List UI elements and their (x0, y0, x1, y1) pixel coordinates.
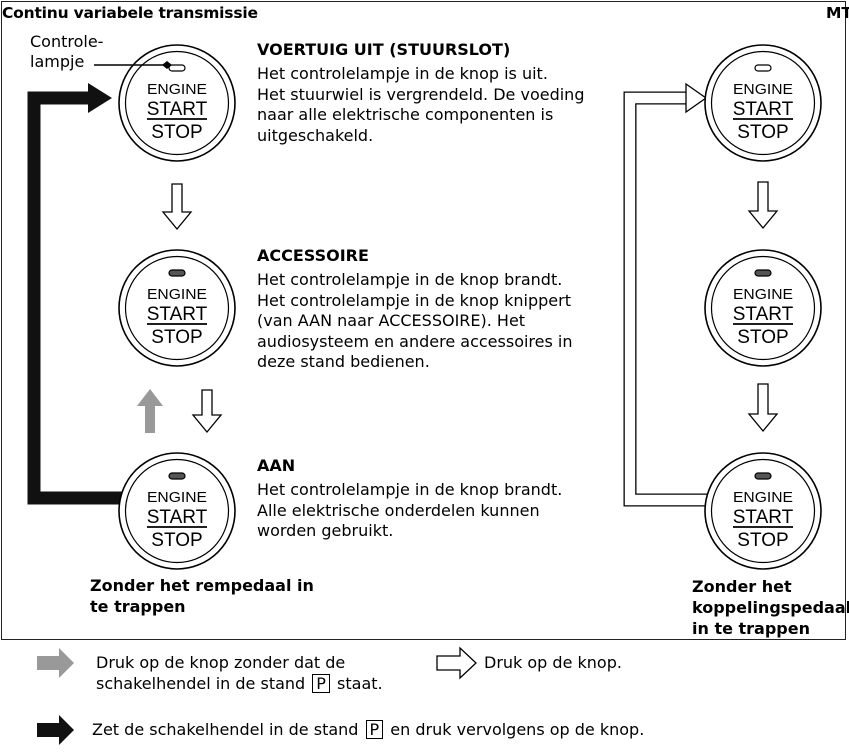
indicator-lamp (168, 472, 186, 480)
button-label-stop: STOP (737, 327, 788, 348)
control-lamp-label: Controle- lampje (30, 32, 103, 72)
text-line: deze stand bedienen. (257, 352, 430, 371)
park-p-box: P (312, 673, 330, 693)
button-label-start: START (733, 507, 794, 528)
diagram-frame (1, 1, 846, 640)
legend-black-text: Zet de schakelhendel in de stand P en dr… (92, 720, 644, 741)
button-label-engine: ENGINE (147, 286, 207, 303)
text-line: naar alle elektrische componenten is (257, 105, 554, 124)
text-line: Het stuurwiel is vergrendeld. De voeding (257, 84, 585, 104)
text-line: Alle elektrische onderdelen kunnen (257, 500, 540, 520)
text-line: te trappen (90, 597, 186, 616)
text-line: worden gebruikt. (257, 521, 394, 540)
control-lamp-label-line1: Controle- (30, 32, 104, 51)
legend-gray-text: Druk op de knop zonder dat de schakelhen… (96, 653, 383, 694)
text-line: (van AAN naar ACCESSOIRE). Het (257, 311, 526, 330)
button-label-engine: ENGINE (733, 81, 793, 98)
control-lamp-label-line2: lampje (30, 52, 85, 71)
indicator-lamp (754, 269, 772, 277)
button-label-start: START (147, 304, 208, 325)
button-label-start: START (147, 99, 208, 120)
text-line: uitgeschakeld. (257, 125, 374, 145)
text-line: audiosysteem en andere accessoires in (257, 331, 573, 351)
button-label-start: START (733, 99, 794, 120)
park-p-box: P (365, 720, 384, 739)
white-loop-arrow-outline (623, 91, 708, 507)
button-label-stop: STOP (151, 530, 202, 551)
indicator-lamp (168, 64, 186, 72)
state-on-description: Het controlelampje in de knop brandt.All… (257, 480, 617, 542)
button-label-start: START (147, 507, 208, 528)
indicator-lamp (754, 472, 772, 480)
black-loop-arrow (27, 91, 130, 505)
button-label-stop: STOP (737, 122, 788, 143)
white-down-arrow-3 (747, 181, 779, 230)
legend-gray-line2-after: staat. (337, 673, 383, 693)
legend-gray-line1: Druk op de knop zonder dat de (96, 653, 346, 672)
text-line: Zonder het (692, 577, 792, 596)
black-loop-arrowhead (88, 83, 112, 113)
text-line: koppelingspedaal (692, 598, 849, 617)
legend-white-arrow (436, 646, 477, 680)
white-down-arrow-4 (747, 383, 779, 433)
white-down-arrow-2 (191, 389, 223, 434)
state-accessory-title: ACCESSOIRE (257, 246, 369, 265)
legend-black-after: en druk vervolgens op de knop. (390, 720, 645, 739)
button-label-stop: STOP (151, 122, 202, 143)
caption-brake-pedal: Zonder het rempedaal in te trappen (90, 575, 314, 617)
mt-label: MT (826, 4, 849, 22)
diagram-title: Continu variabele transmissie (2, 4, 258, 22)
button-label-engine: ENGINE (147, 81, 207, 98)
legend-black-before: Zet de schakelhendel in de stand (92, 720, 359, 739)
legend-gray-line2-before: schakelhendel in de stand (96, 673, 306, 693)
indicator-lamp (754, 64, 772, 72)
state-off-title: VOERTUIG UIT (STUURSLOT) (257, 40, 511, 59)
button-label-engine: ENGINE (733, 489, 793, 506)
legend-gray-arrow (37, 648, 74, 678)
state-on-title: AAN (257, 456, 296, 475)
white-loop-arrowhead (685, 82, 708, 114)
button-label-stop: STOP (151, 327, 202, 348)
button-label-stop: STOP (737, 530, 788, 551)
button-label-engine: ENGINE (147, 489, 207, 506)
caption-clutch-pedal: Zonder het koppelingspedaal in te trappen (692, 576, 849, 639)
legend-white-text: Druk op de knop. (484, 653, 622, 672)
state-off-description: Het controlelampje in de knop is uit.Het… (257, 64, 617, 146)
button-label-start: START (733, 304, 794, 325)
text-line: in te trappen (692, 619, 810, 638)
text-line: Het controlelampje in de knop brandt. (257, 480, 563, 499)
indicator-lamp (168, 269, 186, 277)
button-label-engine: ENGINE (733, 286, 793, 303)
legend-gray-line2: schakelhendel in de stand P staat. (96, 673, 383, 695)
legend-black-arrow (37, 715, 74, 745)
text-line: Zonder het rempedaal in (90, 576, 314, 595)
gray-up-arrow (137, 389, 163, 433)
white-down-arrow-1 (161, 183, 193, 231)
text-line: Het controlelampje in de knop knippert (257, 290, 571, 310)
control-lamp-leader-dot (162, 61, 172, 69)
text-line: Het controlelampje in de knop is uit. (257, 64, 548, 83)
state-accessory-description: Het controlelampje in de knop brandt.Het… (257, 270, 617, 373)
text-line: Het controlelampje in de knop brandt. (257, 270, 563, 289)
